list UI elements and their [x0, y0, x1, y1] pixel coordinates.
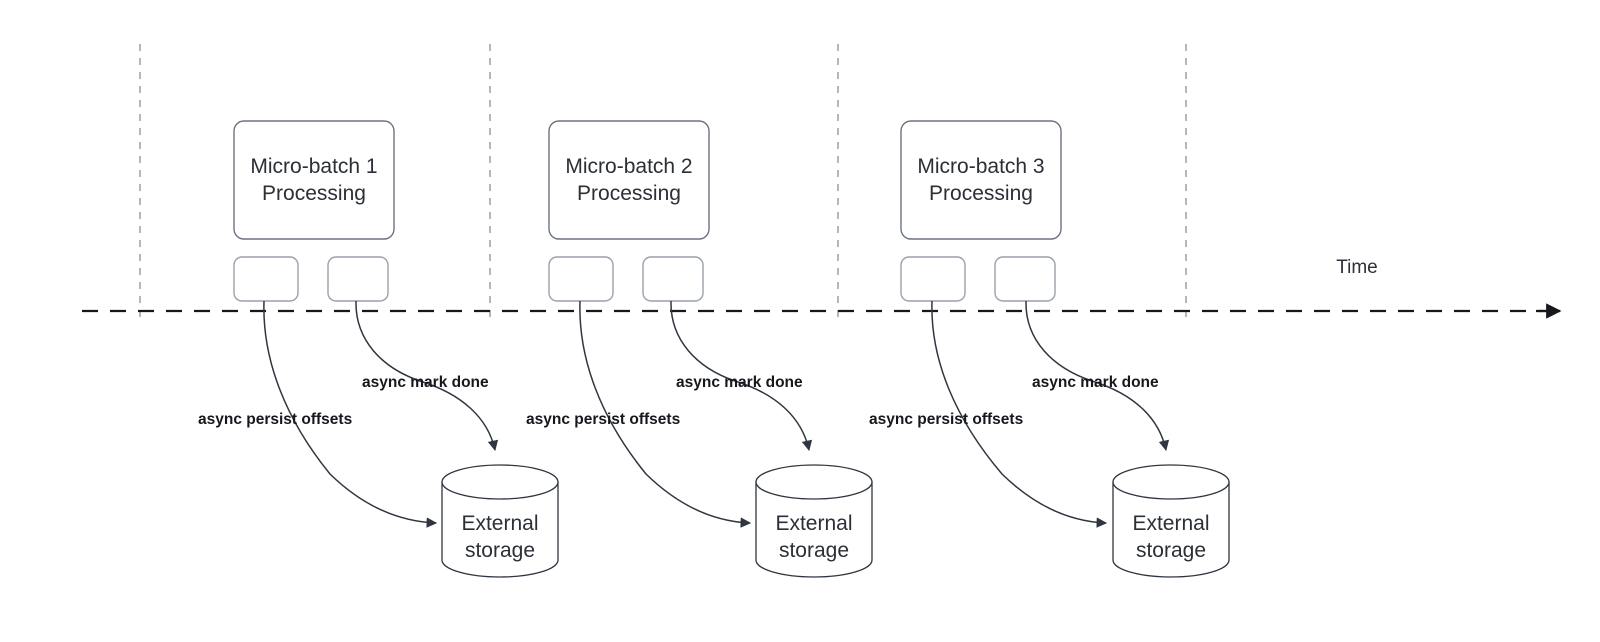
- external-storage-2-top: [755, 464, 873, 500]
- mark-done-task-box-2[interactable]: [642, 256, 704, 302]
- mark-done-task-box-1[interactable]: [327, 256, 389, 302]
- async-mark-done-edge-2-label: async mark done: [676, 374, 803, 391]
- external-storage-2-body[interactable]: [755, 481, 873, 578]
- time-axis-label: Time: [1336, 257, 1378, 278]
- offset-task-box-3[interactable]: [900, 256, 966, 302]
- async-mark-done-edge-3: [1025, 300, 1170, 452]
- micro-batch-1-title-line2: Processing: [262, 182, 366, 205]
- offset-task-box-1[interactable]: [233, 256, 299, 302]
- async-persist-offsets-edge-3: [931, 300, 1108, 528]
- micro-batch-3-title-line2: Processing: [929, 182, 1033, 205]
- offset-task-box-2[interactable]: [548, 256, 614, 302]
- micro-batch-3-title-line1: Micro-batch 3: [917, 155, 1044, 178]
- async-mark-done-edge-3-label: async mark done: [1032, 374, 1159, 391]
- external-storage-1-label-line1: External: [461, 512, 538, 535]
- external-storage-1-body[interactable]: [441, 481, 559, 578]
- external-storage-2-label-line2: storage: [779, 539, 849, 562]
- external-storage-3-label-line2: storage: [1136, 539, 1206, 562]
- micro-batch-3-box[interactable]: [900, 120, 1062, 240]
- external-storage-3-body[interactable]: [1112, 481, 1230, 578]
- async-persist-offsets-edge-2: [579, 300, 752, 528]
- external-storage-1-top: [441, 464, 559, 500]
- micro-batch-1-title-line1: Micro-batch 1: [250, 155, 377, 178]
- external-storage-1-label-line2: storage: [465, 539, 535, 562]
- period-dividers: [139, 44, 1187, 320]
- external-storage-2-label-line1: External: [775, 512, 852, 535]
- mark-done-task-box-3[interactable]: [994, 256, 1056, 302]
- async-persist-offsets-edge-3-label: async persist offsets: [869, 411, 1023, 428]
- external-storage-3-label-line1: External: [1132, 512, 1209, 535]
- micro-batch-2-box[interactable]: [548, 120, 710, 240]
- async-mark-done-edge-2: [670, 300, 813, 452]
- micro-batch-2-title-line2: Processing: [577, 182, 681, 205]
- async-mark-done-edge-1: [355, 300, 499, 452]
- micro-batch-1-box[interactable]: [233, 120, 395, 240]
- async-persist-offsets-edge-1: [263, 300, 438, 528]
- time-axis: Time: [82, 257, 1562, 319]
- async-persist-offsets-edge-2-label: async persist offsets: [526, 411, 680, 428]
- async-mark-done-edge-1-label: async mark done: [362, 374, 489, 391]
- external-storage-3-top: [1112, 464, 1230, 500]
- async-persist-offsets-edge-1-label: async persist offsets: [198, 411, 352, 428]
- micro-batch-2-title-line1: Micro-batch 2: [565, 155, 692, 178]
